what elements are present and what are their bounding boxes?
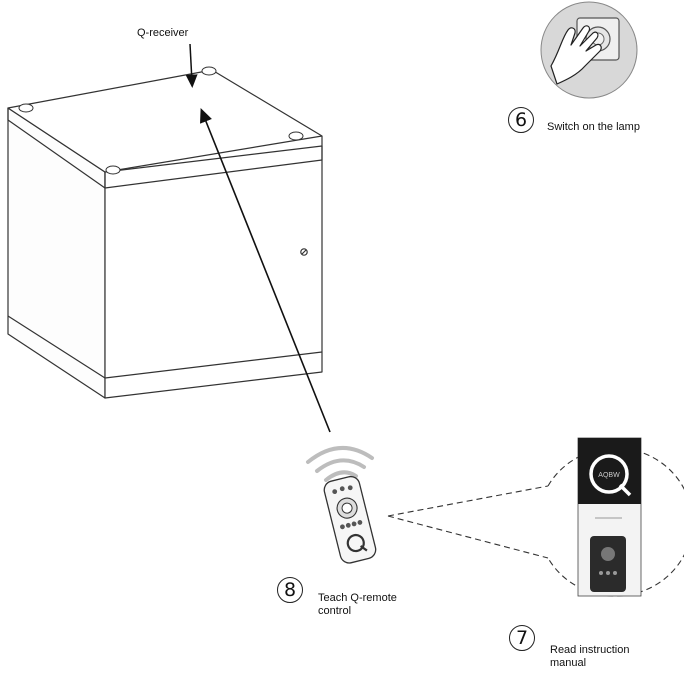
wireless-signal-icon xyxy=(306,445,374,482)
read-manual-label: Read instruction manual xyxy=(550,644,630,669)
instruction-manual-icon: AQBW xyxy=(577,437,642,597)
q-receiver-arrow xyxy=(185,43,198,88)
cube-lamp-icon xyxy=(7,66,323,399)
hand-pressing-wall-switch-icon xyxy=(540,1,638,99)
step-8-number: 8 xyxy=(277,577,303,603)
teach-remote-label: Teach Q-remote control xyxy=(318,592,397,617)
step-6-number: 6 xyxy=(508,107,534,133)
switch-lamp-label: Switch on the lamp xyxy=(547,121,640,133)
q-receiver-label: Q-receiver xyxy=(137,27,189,39)
cube-top-screws xyxy=(18,66,304,175)
remote-control-icon xyxy=(323,475,377,564)
step-7-number: 7 xyxy=(509,625,535,651)
teach-signal-arrow xyxy=(200,108,331,433)
manual-brand-text: AQBW xyxy=(598,472,620,479)
